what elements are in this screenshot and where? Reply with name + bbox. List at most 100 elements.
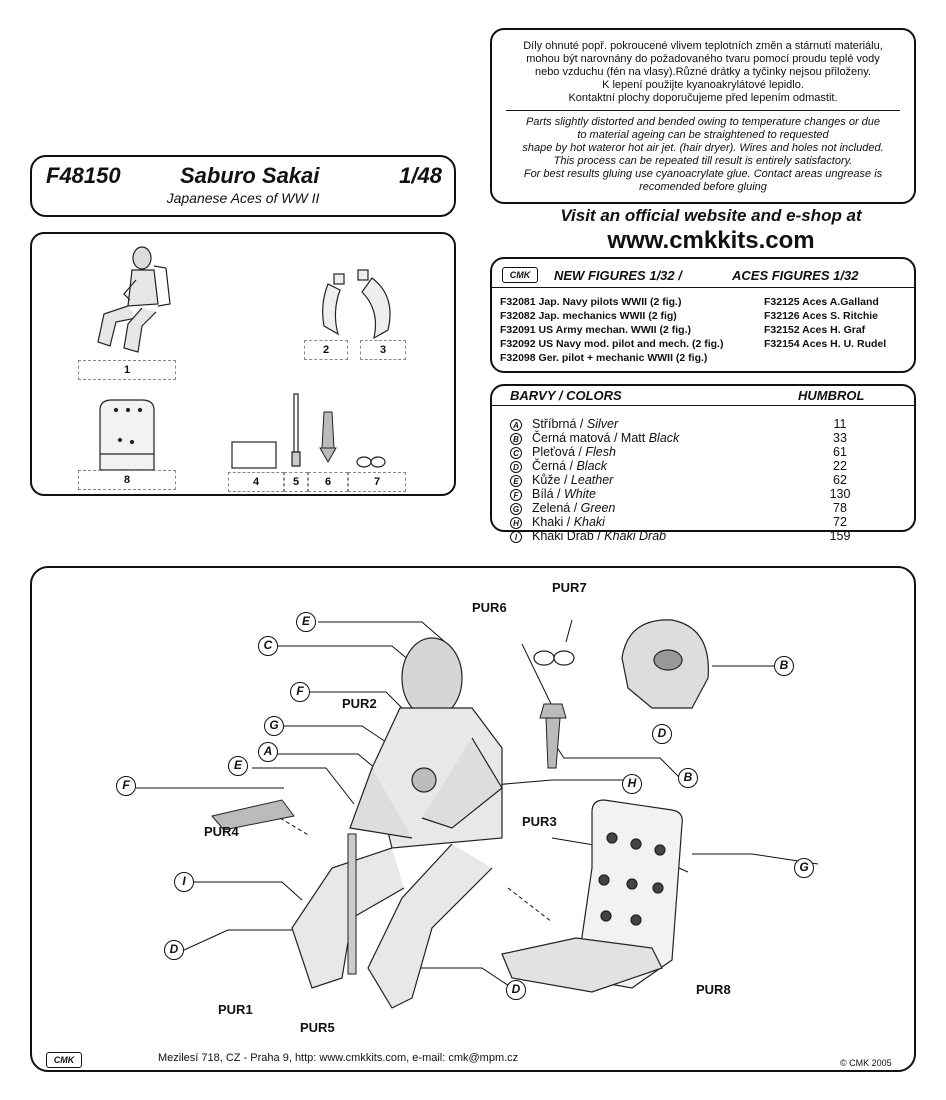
color-name-en: White (563, 487, 596, 501)
kit-subtitle: Japanese Aces of WW II (166, 190, 320, 206)
part-label-6: 6 (308, 472, 348, 492)
notes-box: Díly ohnuté popř. pokroucené vlivem tepl… (490, 28, 916, 204)
assembly-box: PUR1 PUR2 PUR3 PUR4 PUR5 PUR6 PUR7 PUR8 … (30, 566, 916, 1072)
website-link[interactable]: www.cmkkits.com (607, 227, 815, 254)
kit-scale: 1/48 (399, 163, 442, 188)
footer-copyright: © CMK 2005 (840, 1058, 892, 1068)
visit-text: Visit an official website and e-shop at (560, 206, 862, 225)
footer-address: Mezilesí 718, CZ - Praha 9, http: www.cm… (158, 1052, 519, 1064)
list-item: F32126 Aces S. Ritchie (764, 310, 879, 322)
pur-label-8: PUR8 (696, 982, 731, 997)
pur-label-3: PUR3 (522, 814, 557, 829)
color-letter-badge: F (510, 488, 522, 501)
color-name-en: Green (580, 501, 616, 515)
part-label-1: 1 (78, 360, 176, 380)
pur-label-1: PUR1 (218, 1002, 253, 1017)
part-label-4: 4 (228, 472, 284, 492)
part-5-stick (291, 393, 301, 467)
cmk-logo: CMK (502, 267, 538, 283)
part-label-8: 8 (78, 470, 176, 490)
callout-e-top: E (296, 612, 316, 632)
color-letter-badge: I (510, 530, 522, 543)
callout-f-upper: F (290, 682, 310, 702)
pur-label-5: PUR5 (300, 1020, 335, 1035)
color-name-cz: Černá / (532, 459, 577, 473)
color-row: D Černá / Black 22 (510, 459, 870, 473)
seat-part (501, 799, 683, 993)
aces-figures-heading: ACES FIGURES 1/32 (732, 268, 859, 283)
head-detail (621, 619, 709, 709)
part-7-goggles (356, 456, 386, 468)
color-name-en: Khaki (573, 515, 605, 529)
pur-label-7: PUR7 (552, 580, 587, 595)
callout-i: I (174, 872, 194, 892)
callout-e-lower: E (228, 756, 248, 776)
color-name-cz: Zelená / (532, 501, 581, 515)
pur-label-2: PUR2 (342, 696, 377, 711)
pilot-figure (291, 637, 503, 1009)
callout-c: C (258, 636, 278, 656)
pur-label-4: PUR4 (204, 824, 239, 839)
part-label-7: 7 (348, 472, 406, 492)
callout-d-boot: D (506, 980, 526, 1000)
humbrol-number: 62 (833, 473, 847, 487)
kit-code: F48150 (46, 163, 121, 188)
notes-czech: Díly ohnuté popř. pokroucené vlivem tepl… (523, 40, 883, 104)
part-8-seat (99, 399, 155, 471)
list-item: F32092 US Navy mod. pilot and mech. (2 f… (500, 338, 724, 350)
cmk-logo-footer: CMK (46, 1052, 82, 1068)
callout-g-seat: G (794, 858, 814, 878)
parts-drawing (97, 246, 391, 471)
callout-a: A (258, 742, 278, 762)
part-1-figure (97, 246, 171, 353)
list-item: F32098 Ger. pilot + mechanic WWII (2 fig… (500, 352, 708, 364)
color-name-en: Khaki Drab (604, 529, 667, 543)
pur-label-6: PUR6 (472, 600, 507, 615)
color-letter-badge: E (510, 474, 522, 487)
assembly-drawing (136, 619, 819, 1009)
figures-divider (492, 287, 914, 288)
goggles-part (533, 650, 575, 666)
colors-divider (492, 405, 914, 406)
color-name-en: Black (576, 459, 608, 473)
color-letter-badge: C (510, 446, 522, 459)
part-2-3-arms (322, 269, 391, 340)
color-name-cz: Khaki / (532, 515, 574, 529)
callout-d-strap: D (652, 724, 672, 744)
list-item: F32152 Aces H. Graf (764, 324, 866, 336)
color-name-en: Leather (570, 473, 614, 487)
color-name-cz: Bílá / (532, 487, 564, 501)
list-item: F32081 Jap. Navy pilots WWII (2 fig.) (500, 296, 682, 308)
callout-h: H (622, 774, 642, 794)
humbrol-number: 78 (833, 501, 847, 515)
humbrol-number: 130 (829, 487, 851, 501)
humbrol-number: 11 (833, 417, 847, 431)
part-label-3: 3 (360, 340, 406, 360)
part-label-2: 2 (304, 340, 348, 360)
parts-box: 1 2 3 8 4 5 6 7 (30, 232, 456, 496)
humbrol-number: 61 (833, 445, 847, 459)
strap-part (539, 703, 567, 769)
list-item: F32082 Jap. mechanics WWII (2 fig) (500, 310, 677, 322)
map-part (211, 799, 295, 831)
humbrol-heading: HUMBROL (798, 388, 865, 403)
callout-b-head: B (774, 656, 794, 676)
color-name-cz: Pleťová / (532, 445, 586, 459)
callout-f-map: F (116, 776, 136, 796)
list-item: F32154 Aces H. U. Rudel (764, 338, 887, 350)
humbrol-number: 22 (833, 459, 847, 473)
list-item: F32091 US Army mechan. WWII (2 fig.) (500, 324, 691, 336)
color-name-cz: Kůže / (532, 473, 571, 487)
callout-d-left: D (164, 940, 184, 960)
color-letter-badge: D (510, 460, 522, 473)
color-name-cz: Černá matová / Matt (532, 431, 649, 445)
colors-heading: BARVY / COLORS (510, 388, 622, 403)
humbrol-number: 33 (833, 431, 847, 445)
figures-list-right: F32125 Aces A.Galland F32126 Aces S. Rit… (764, 295, 886, 351)
part-label-5: 5 (284, 472, 308, 492)
